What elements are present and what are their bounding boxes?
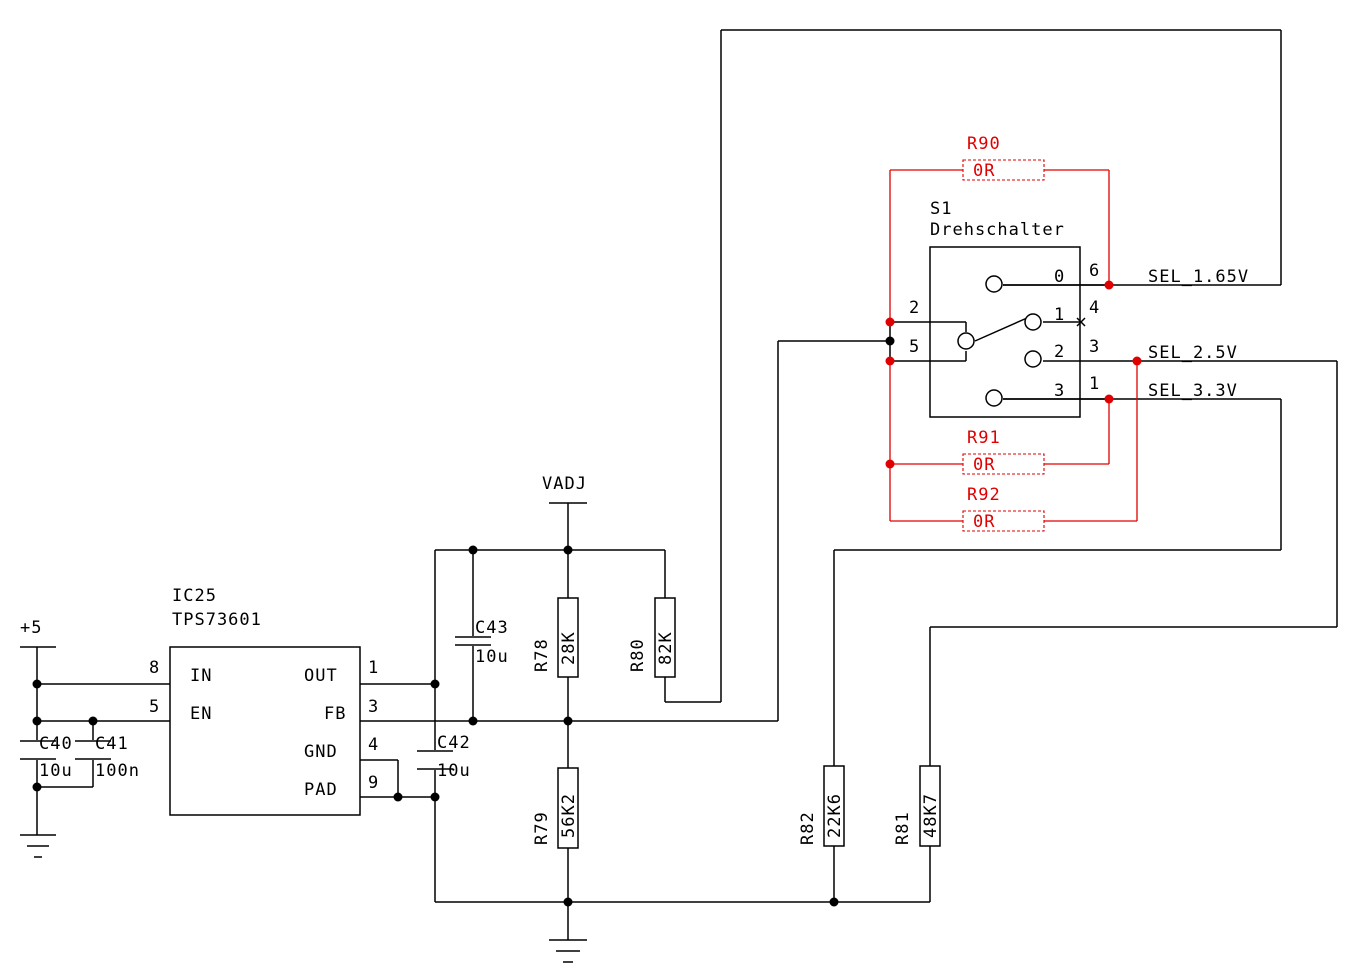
switch-contact-3 bbox=[985, 389, 1003, 407]
wires bbox=[20, 29, 1338, 963]
r91-val: 0R bbox=[973, 455, 995, 475]
c42-ref: C42 bbox=[437, 733, 471, 753]
ic-pin-in: IN bbox=[190, 666, 212, 686]
c41-ref: C41 bbox=[95, 734, 129, 754]
resistor-r82 bbox=[823, 765, 845, 847]
switch-pin-3: 3 bbox=[1089, 337, 1100, 357]
resistor-r80 bbox=[654, 597, 676, 678]
capacitor-c42 bbox=[417, 750, 453, 770]
resistor-r91 bbox=[962, 453, 1045, 475]
ic-pin-number-3: 3 bbox=[368, 697, 379, 717]
c40-val: 10u bbox=[39, 761, 73, 781]
r82-ref: R82 bbox=[798, 811, 818, 845]
switch-position-3: 3 bbox=[1054, 381, 1065, 401]
switch-pin-4: 4 bbox=[1089, 298, 1100, 318]
switch-name: Drehschalter bbox=[930, 220, 1065, 240]
ic-pin-pad: PAD bbox=[304, 780, 338, 800]
resistor-r90 bbox=[962, 159, 1045, 181]
switch-ref: S1 bbox=[930, 199, 952, 219]
net-label-sel-3-3v: SEL_3.3V bbox=[1148, 381, 1238, 401]
ic25-body bbox=[169, 646, 361, 816]
capacitor-c41 bbox=[75, 740, 111, 760]
switch-position-2: 2 bbox=[1054, 342, 1065, 362]
c40-ref: C40 bbox=[39, 734, 73, 754]
r78-ref: R78 bbox=[532, 638, 552, 672]
ic-pin-gnd: GND bbox=[304, 742, 338, 762]
switch-common-contact bbox=[957, 332, 975, 350]
r90-val: 0R bbox=[973, 161, 995, 181]
c41-val: 100n bbox=[95, 761, 140, 781]
switch-pin-1: 1 bbox=[1089, 374, 1100, 394]
ic-ref-label: IC25 bbox=[172, 586, 217, 606]
r79-ref: R79 bbox=[532, 811, 552, 845]
resistor-r81 bbox=[919, 765, 941, 847]
r90-ref: R90 bbox=[967, 134, 1001, 154]
r81-val: 48K7 bbox=[921, 793, 941, 838]
ic-part-label: TPS73601 bbox=[172, 610, 262, 630]
dnp-wires bbox=[889, 169, 1138, 522]
ic-pin-number-8: 8 bbox=[149, 658, 160, 678]
switch-position-0: 0 bbox=[1054, 267, 1065, 287]
ic-pin-number-1: 1 bbox=[368, 658, 379, 678]
capacitor-c40 bbox=[20, 740, 56, 760]
r78-val: 28K bbox=[559, 631, 579, 665]
r80-ref: R80 bbox=[628, 638, 648, 672]
junctions bbox=[32, 280, 1142, 907]
r80-val: 82K bbox=[656, 631, 676, 665]
c43-val: 10u bbox=[475, 647, 509, 667]
r91-ref: R91 bbox=[967, 428, 1001, 448]
resistor-r79 bbox=[557, 767, 579, 849]
net-label-sel-2-5v: SEL_2.5V bbox=[1148, 343, 1238, 363]
capacitor-c43 bbox=[455, 636, 491, 646]
switch-pin-2: 2 bbox=[909, 298, 920, 318]
resistor-r92 bbox=[962, 510, 1045, 532]
r82-val: 22K6 bbox=[825, 793, 845, 838]
ic-pin-fb: FB bbox=[324, 704, 346, 724]
supply-label-vadj: VADJ bbox=[542, 474, 587, 494]
switch-contact-1 bbox=[1024, 313, 1042, 331]
switch-pin-6: 6 bbox=[1089, 261, 1100, 281]
switch-contact-2 bbox=[1024, 350, 1042, 368]
c42-val: 10u bbox=[437, 761, 471, 781]
r92-ref: R92 bbox=[967, 485, 1001, 505]
resistor-r78 bbox=[557, 597, 579, 678]
ic-pin-out: OUT bbox=[304, 666, 338, 686]
ic-pin-number-9: 9 bbox=[368, 773, 379, 793]
switch-position-1: 1 bbox=[1054, 305, 1065, 325]
switch-pin-5: 5 bbox=[909, 337, 920, 357]
ic-pin-en: EN bbox=[190, 704, 212, 724]
r79-val: 56K2 bbox=[559, 793, 579, 838]
ic-pin-number-4: 4 bbox=[368, 735, 379, 755]
net-label-sel-1-65v: SEL_1.65V bbox=[1148, 267, 1249, 287]
switch-contact-0 bbox=[985, 275, 1003, 293]
c43-ref: C43 bbox=[475, 618, 509, 638]
r92-val: 0R bbox=[973, 512, 995, 532]
r81-ref: R81 bbox=[893, 811, 913, 845]
ic-pin-number-5: 5 bbox=[149, 697, 160, 717]
supply-label-5v: +5 bbox=[20, 618, 42, 638]
switch-s1-body bbox=[929, 246, 1081, 418]
